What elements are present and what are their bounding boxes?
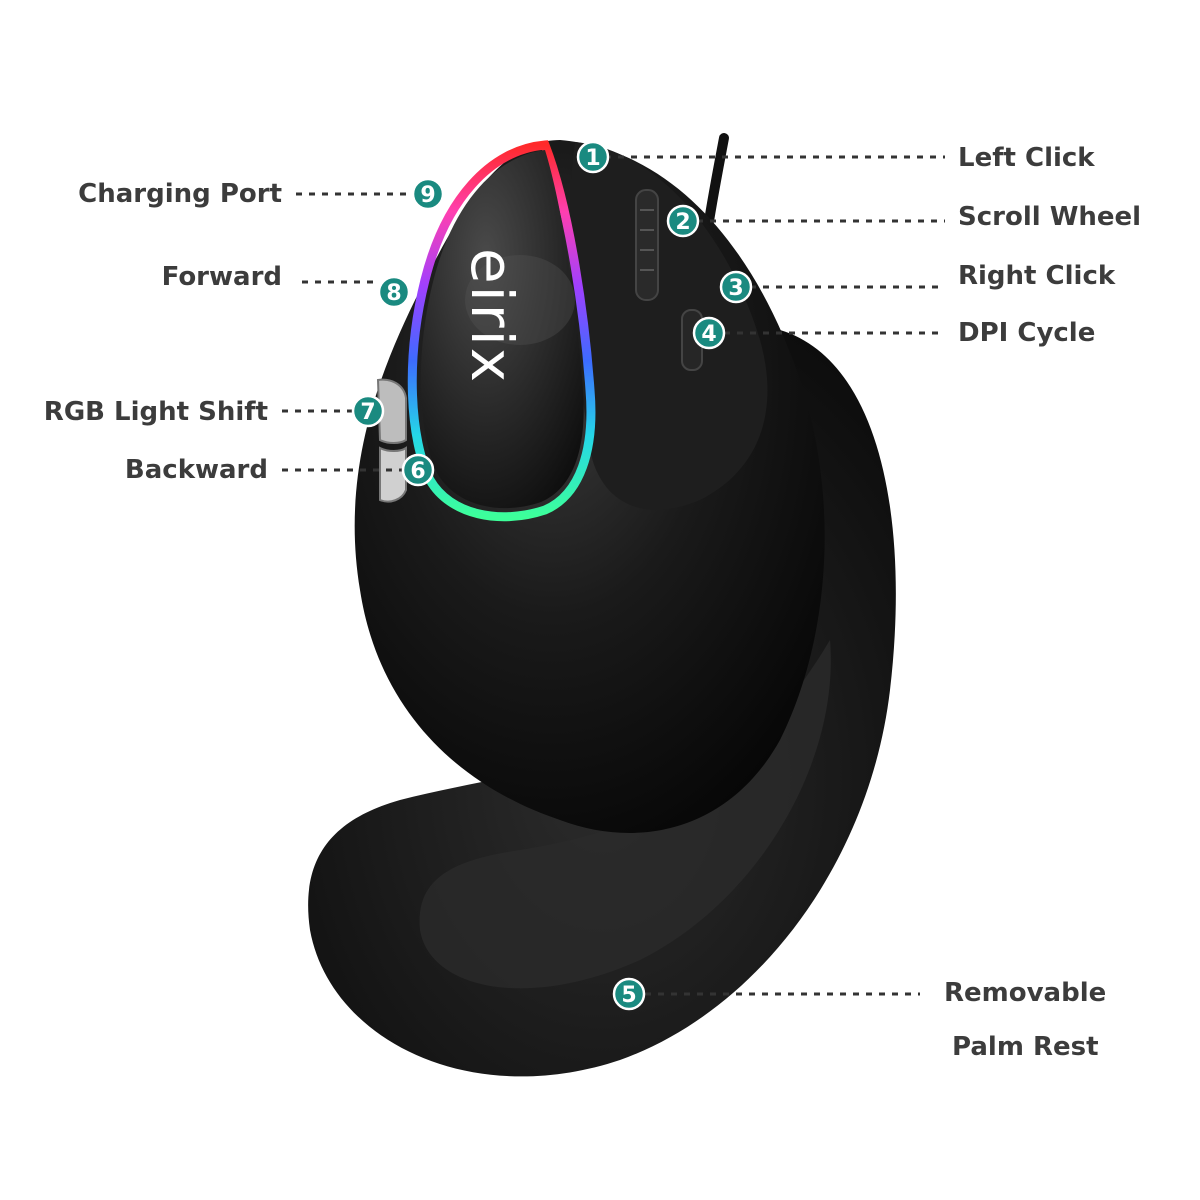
badge-number: 1 [585, 146, 600, 171]
badge-circle [612, 977, 646, 1011]
badge-number: 8 [386, 281, 401, 306]
badge-circle [351, 394, 385, 428]
badge-number: 9 [420, 183, 435, 208]
badge-1: 1 [576, 140, 610, 174]
badge-3: 3 [719, 270, 753, 304]
badge-circle [719, 270, 753, 304]
label-scroll-wheel: Scroll Wheel [958, 202, 1142, 232]
badge-number: 2 [675, 210, 690, 235]
label-palm-rest: Palm Rest [952, 1032, 1099, 1062]
badge-6: 6 [401, 453, 435, 487]
callout-badges: 1 2 34 5 6 7 8 9 [351, 140, 753, 1011]
badge-number: 7 [360, 400, 375, 425]
rgb-light-ring [407, 140, 596, 522]
badge-circle [692, 316, 726, 350]
badge-circle [377, 275, 411, 309]
badge-9: 9 [411, 177, 445, 211]
badge-5: 5 [612, 977, 646, 1011]
label-removable: Removable [944, 978, 1107, 1008]
label-charging-port: Charging Port [78, 179, 282, 209]
label-rgb-light-shift: RGB Light Shift [43, 397, 268, 427]
label-forward: Forward [161, 262, 282, 292]
label-backward: Backward [124, 455, 268, 485]
backward-side-button [379, 446, 407, 503]
badge-number: 6 [410, 459, 425, 484]
forward-side-button [376, 378, 407, 444]
label-left-click: Left Click [958, 143, 1095, 173]
right-click-button [569, 142, 768, 510]
badge-number: 3 [728, 276, 743, 301]
leader-lines [282, 155, 945, 996]
scroll-wheel [635, 189, 659, 301]
brand-logo: eirix [458, 247, 526, 385]
badge-number: 5 [621, 983, 636, 1008]
palm-rest-pad [419, 640, 831, 989]
badge-circle [401, 453, 435, 487]
top-shell-highlight [465, 255, 575, 345]
label-right-click: Right Click [958, 261, 1116, 291]
badge-8: 8 [377, 275, 411, 309]
badge-circle [666, 204, 700, 238]
badge-7: 7 [351, 394, 385, 428]
badge-4: 4 [692, 316, 726, 350]
top-shell [420, 150, 584, 509]
label-dpi-cycle: DPI Cycle [958, 318, 1096, 348]
badge-circle [576, 140, 610, 174]
badge-number: 4 [701, 322, 716, 347]
badge-circle [411, 177, 445, 211]
badge-2: 2 [666, 204, 700, 238]
